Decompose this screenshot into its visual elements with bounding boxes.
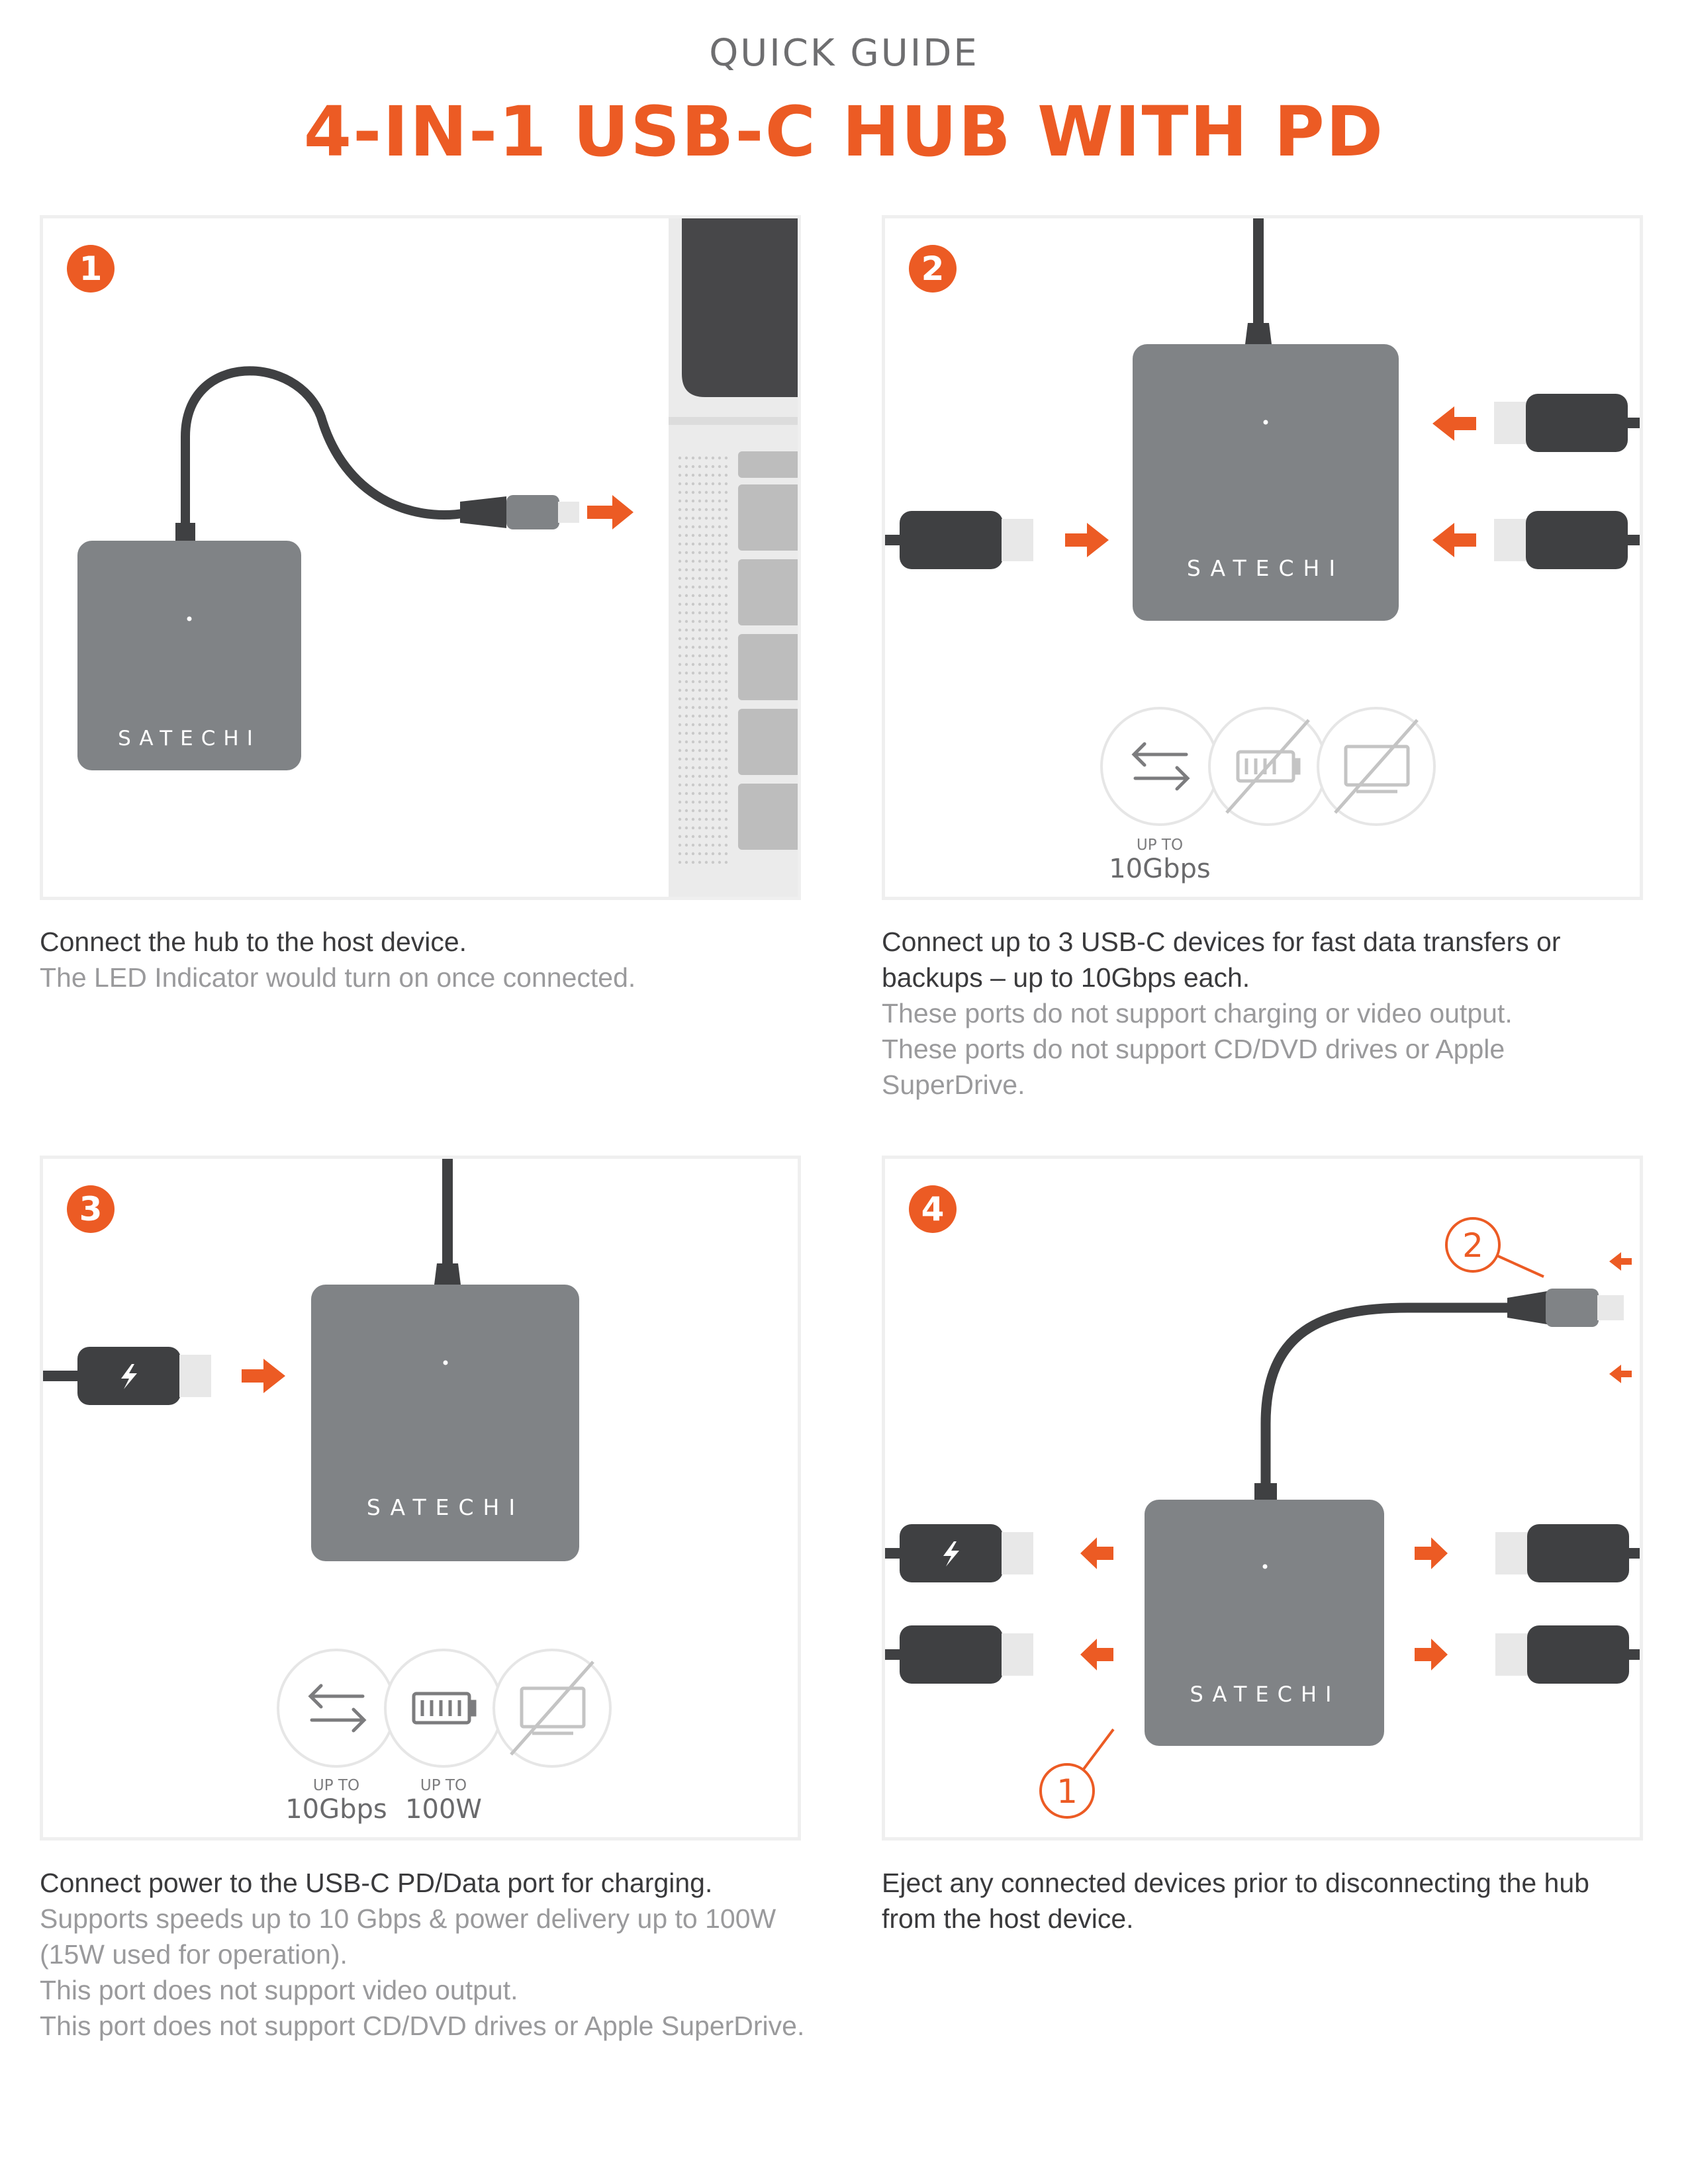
step-2-note: These ports do not support charging or v…	[882, 998, 1513, 1028]
hub-brand-label: SATECHI	[1190, 1682, 1340, 1707]
thunderbolt-plug-left	[885, 1524, 1033, 1582]
remove-arrow-icon	[1080, 1639, 1113, 1670]
led-indicator	[443, 1360, 448, 1365]
hub-device: SATECHI	[1145, 1500, 1384, 1746]
lightning-bolt-icon	[943, 1541, 959, 1567]
insert-arrow-icon	[1432, 523, 1476, 557]
remove-arrow-icon	[1609, 1365, 1632, 1383]
quick-guide-label: QUICK GUIDE	[709, 32, 979, 75]
step-3-caption: Connect power to the USB-C PD/Data port …	[40, 1865, 808, 2044]
feature-data-speed: 10Gbps	[1109, 854, 1211, 884]
step-3-note: This port does not support video output.	[40, 1975, 518, 2005]
step-1-note: The LED Indicator would turn on once con…	[40, 962, 636, 993]
svg-text:2: 2	[1462, 1226, 1483, 1265]
step-2-badge: 2	[909, 245, 957, 293]
display-icon	[510, 1661, 594, 1756]
remove-arrow-icon	[1080, 1537, 1113, 1569]
usb-c-plug-right-top	[1495, 1524, 1640, 1582]
hub-device: SATECHI	[311, 1285, 579, 1561]
battery-icon	[412, 1692, 477, 1725]
feature-data-transfer	[277, 1649, 396, 1768]
insert-arrow-icon	[1432, 406, 1476, 441]
hub-brand-label: SATECHI	[1187, 555, 1344, 581]
usb-c-plug	[460, 495, 579, 529]
feature-display-unsupported	[492, 1649, 612, 1768]
insert-arrow-icon	[242, 1359, 285, 1393]
step-4-caption: Eject any connected devices prior to dis…	[882, 1865, 1650, 1936]
step-2-caption: Connect up to 3 USB-C devices for fast d…	[882, 924, 1650, 1103]
battery-icon	[1225, 719, 1310, 814]
step-4-instruction: Eject any connected devices prior to dis…	[882, 1868, 1589, 1934]
feature-power-upto-label: UP TO	[420, 1777, 467, 1794]
led-indicator	[187, 616, 192, 621]
page-title: 4-IN-1 USB-C HUB WITH PD	[303, 91, 1385, 172]
hub-brand-label: SATECHI	[367, 1494, 524, 1520]
host-cable	[1253, 218, 1264, 324]
usb-c-plug-right-bottom	[1494, 511, 1640, 569]
led-indicator	[1262, 1564, 1268, 1569]
remove-arrow-icon	[1609, 1252, 1632, 1271]
feature-data-upto-label: UP TO	[1137, 837, 1183, 854]
host-cable	[1260, 1302, 1519, 1502]
feature-data-transfer	[1100, 707, 1219, 826]
hub-device: SATECHI	[77, 541, 301, 770]
usb-c-plug	[1507, 1289, 1624, 1327]
feature-data-upto-label: UP TO	[313, 1777, 359, 1794]
feature-data-speed: 10Gbps	[285, 1794, 387, 1825]
display-icon	[1334, 719, 1419, 814]
remove-arrow-icon	[1415, 1537, 1448, 1569]
step-2-illustration: 2 SATECHI	[882, 215, 1643, 900]
feature-power-value: 100W	[405, 1794, 482, 1825]
step-3-badge: 3	[67, 1185, 115, 1233]
step-3-note: This port does not support CD/DVD drives…	[40, 2011, 805, 2041]
usb-c-plug-left	[885, 1625, 1033, 1684]
feature-display-unsupported	[1317, 707, 1436, 826]
step-1-caption: Connect the hub to the host device. The …	[40, 924, 808, 995]
step-2-note: These ports do not support CD/DVD drives…	[882, 1034, 1505, 1100]
data-transfer-icon	[308, 1684, 367, 1733]
step-1-instruction: Connect the hub to the host device.	[40, 927, 467, 957]
svg-text:1: 1	[1056, 1772, 1078, 1811]
callout-2: 2	[1445, 1217, 1544, 1278]
hub-cable	[181, 366, 471, 541]
laptop-illustration	[669, 218, 798, 897]
hub-brand-label: SATECHI	[118, 727, 261, 751]
step-1-illustration: 1	[40, 215, 801, 900]
usb-c-plug-right-top	[1494, 394, 1640, 452]
led-indicator	[1263, 420, 1268, 425]
hub-device: SATECHI	[1133, 344, 1399, 621]
step-4-illustration: 4 2 SATECHI	[882, 1156, 1643, 1841]
step-2-instruction: Connect up to 3 USB-C devices for fast d…	[882, 927, 1561, 993]
callout-1: 1	[1039, 1728, 1115, 1819]
insert-arrow-icon	[587, 495, 633, 529]
step-3-note: Supports speeds up to 10 Gbps & power de…	[40, 1903, 776, 1970]
step-3-illustration: 3 SATECHI	[40, 1156, 801, 1841]
step-1-badge: 1	[67, 245, 115, 293]
remove-arrow-icon	[1415, 1639, 1448, 1670]
feature-battery-unsupported	[1208, 707, 1327, 826]
step-3-instruction: Connect power to the USB-C PD/Data port …	[40, 1868, 713, 1898]
usb-c-plug-left	[885, 511, 1033, 569]
insert-arrow-icon	[1065, 523, 1109, 557]
data-transfer-icon	[1131, 742, 1190, 791]
usb-c-plug-right-bottom	[1495, 1625, 1640, 1684]
lightning-bolt-icon	[121, 1364, 137, 1389]
thunderbolt-plug	[43, 1347, 211, 1405]
step-4-badge: 4	[909, 1185, 957, 1233]
feature-battery	[384, 1649, 503, 1768]
host-cable	[442, 1159, 453, 1265]
